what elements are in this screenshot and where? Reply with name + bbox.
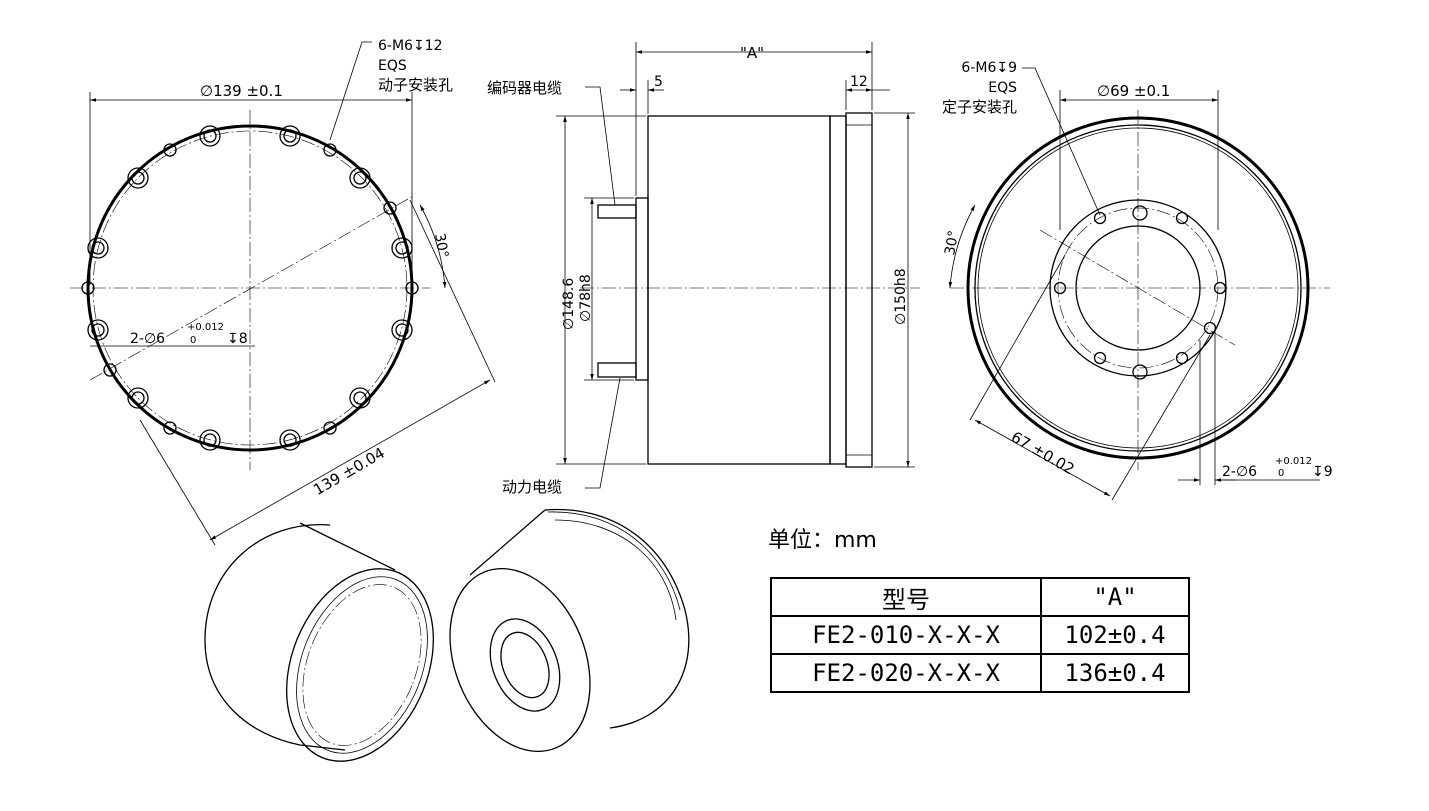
mount-hole-inner: [203, 129, 217, 143]
side-dim-5: 5: [654, 74, 663, 90]
thread-hole-icon: [1093, 211, 1107, 225]
front-pin-label: 2-∅6: [130, 331, 165, 347]
thread-hole-icon: [1053, 281, 1067, 295]
rear-thread-note-3: 定子安装孔: [942, 98, 1017, 116]
mount-hole-icon: [391, 319, 413, 341]
front-thread-note-3: 动子安装孔: [378, 76, 453, 94]
thread-hole-icon: [103, 363, 117, 377]
rear-holes: [1053, 205, 1227, 380]
mount-hole-inner: [131, 171, 145, 185]
mount-hole-inner: [283, 129, 297, 143]
rear-dia-label: ∅69 ±0.1: [1097, 82, 1170, 100]
thread-hole-icon: [383, 201, 397, 215]
rear-pin-tol-upper: +0.012: [1275, 456, 1312, 467]
side-length-a: "A": [740, 44, 764, 62]
front-pin-tol-lower: 0: [190, 335, 196, 346]
mount-hole-inner: [353, 391, 367, 405]
power-connector: [597, 362, 637, 378]
mount-hole-icon: [279, 125, 301, 147]
front-pin-tol-upper: +0.012: [187, 322, 224, 333]
front-dia-label: ∅139 ±0.1: [200, 82, 283, 100]
mount-hole-inner: [395, 323, 409, 337]
side-dia-78: ∅78h8: [578, 274, 594, 322]
motor-body: [647, 115, 831, 465]
side-dim-12: 12: [850, 74, 868, 90]
header-model: 型号: [770, 577, 1042, 617]
thread-hole-icon: [163, 421, 177, 435]
a-value-cell: 136±0.4: [1040, 653, 1190, 693]
power-cable-label: 动力电缆: [502, 478, 562, 496]
model-cell: FE2-010-X-X-X: [770, 615, 1042, 655]
encoder-cable-label: 编码器电缆: [487, 79, 562, 97]
mount-hole-icon: [199, 125, 221, 147]
model-cell: FE2-020-X-X-X: [770, 653, 1042, 693]
mount-hole-inner: [131, 391, 145, 405]
motor-flange: [845, 112, 873, 468]
front-pin-depth: ↧8: [227, 331, 248, 347]
rear-pin-tol-lower: 0: [1278, 468, 1284, 479]
side-dia-150: ∅150h8: [893, 268, 909, 325]
front-view: ∅139 ±0.1 6-M6↧12 EQS 动子安装孔 2-∅6 +0.012 …: [70, 38, 496, 546]
front-angle-label: 30°: [431, 232, 451, 259]
thread-hole-icon: [1175, 211, 1189, 225]
rear-pin-depth: ↧9: [1312, 464, 1333, 480]
mount-hole-inner: [91, 323, 105, 337]
rear-pin-label: 2-∅6: [1222, 464, 1257, 480]
rear-thread-note-1: 6-M6↧9: [961, 60, 1017, 76]
model-table: 型号 "A" FE2-010-X-X-X 102±0.4 FE2-020-X-X…: [770, 577, 1190, 693]
mount-hole-inner: [353, 171, 367, 185]
thread-hole-icon: [1213, 281, 1227, 295]
front-diag-label: 139 ±0.04: [310, 444, 388, 499]
table-row: FE2-020-X-X-X 136±0.4: [770, 653, 1190, 693]
thread-hole-icon: [81, 281, 95, 295]
mount-hole-inner: [91, 241, 105, 255]
table-row: FE2-010-X-X-X 102±0.4: [770, 615, 1190, 655]
isometric-rear: [449, 508, 690, 753]
thread-hole-icon: [1175, 351, 1189, 365]
side-view: "A" 5 12 编码器电缆 动力电缆 ∅148.6 ∅78h8 ∅150h8: [487, 42, 920, 496]
thread-hole-icon: [1203, 321, 1217, 335]
side-dia-148: ∅148.6: [561, 278, 577, 330]
thread-hole-icon: [1093, 351, 1107, 365]
mount-hole-icon: [127, 167, 149, 189]
isometric-front: [204, 522, 434, 762]
mount-hole-icon: [391, 237, 413, 259]
key-slot-icon: [1132, 205, 1148, 221]
rear-view: ∅69 ±0.1 6-M6↧9 EQS 定子安装孔 30° 67 ±0.02 2…: [942, 60, 1333, 501]
thread-hole-icon: [323, 143, 337, 157]
a-value-cell: 102±0.4: [1040, 615, 1190, 655]
front-thread-note-2: EQS: [378, 58, 407, 74]
table-header-row: 型号 "A": [770, 577, 1190, 617]
rear-thread-note-2: EQS: [988, 80, 1017, 96]
header-a: "A": [1040, 577, 1190, 617]
mount-hole-icon: [87, 237, 109, 259]
mount-hole-icon: [127, 387, 149, 409]
thread-hole-icon: [163, 143, 177, 157]
mount-hole-icon: [87, 319, 109, 341]
key-slot-icon: [1132, 364, 1148, 380]
mount-hole-inner: [395, 241, 409, 255]
mount-hole-icon: [349, 167, 371, 189]
unit-label: 单位：mm: [768, 528, 877, 553]
front-thread-note-1: 6-M6↧12: [378, 38, 443, 54]
encoder-connector: [597, 204, 637, 219]
rear-angle-label: 30°: [942, 229, 962, 256]
